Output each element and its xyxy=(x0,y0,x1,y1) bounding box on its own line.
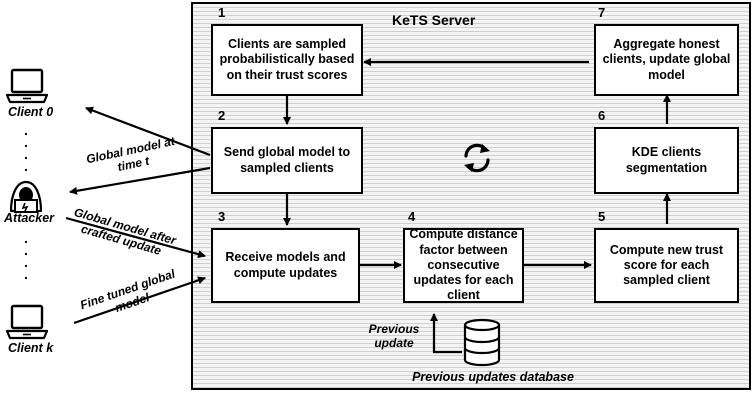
edge-label-previous-update: Previous update xyxy=(368,322,420,351)
step-2-box: Send global model to sampled clients xyxy=(211,127,363,194)
arrow-to-client-0 xyxy=(85,106,211,157)
step-number-6: 6 xyxy=(598,108,606,123)
step-7-box: Aggregate honest clients, update global … xyxy=(594,24,739,96)
arrow-from-client-k xyxy=(73,276,206,325)
attacker-label: Attacker xyxy=(4,211,55,225)
step-number-1: 1 xyxy=(218,5,226,20)
client-k-label: Client k xyxy=(8,341,54,355)
arrow-to-attacker xyxy=(69,166,211,195)
database-label: Previous updates database xyxy=(412,370,574,384)
refresh-icon xyxy=(464,143,490,173)
laptop-icon xyxy=(6,68,48,104)
step-4-box: Compute distance factor between consecut… xyxy=(403,227,524,303)
server-title: KeTS Server xyxy=(392,12,476,28)
step-6-box: KDE clients segmentation xyxy=(594,127,739,194)
step-1-box: Clients are sampled probabilistically ba… xyxy=(211,24,363,96)
step-5-box: Compute new trust score for each sampled… xyxy=(594,228,739,303)
hacker-icon xyxy=(9,180,43,213)
step-number-7: 7 xyxy=(598,5,606,20)
step-number-2: 2 xyxy=(218,108,226,123)
arrow-from-attacker xyxy=(65,216,206,259)
ellipsis-dots-upper: .... xyxy=(24,122,28,174)
step-number-3: 3 xyxy=(218,209,226,224)
step-3-box: Receive models and compute updates xyxy=(211,228,360,303)
database-icon xyxy=(463,318,501,367)
step-number-4: 4 xyxy=(408,209,416,224)
arrow-previous-update xyxy=(430,313,462,354)
step-number-5: 5 xyxy=(598,209,606,224)
laptop-icon xyxy=(6,304,48,340)
ellipsis-dots-lower: .... xyxy=(24,230,28,282)
client-0-label: Client 0 xyxy=(8,105,54,119)
